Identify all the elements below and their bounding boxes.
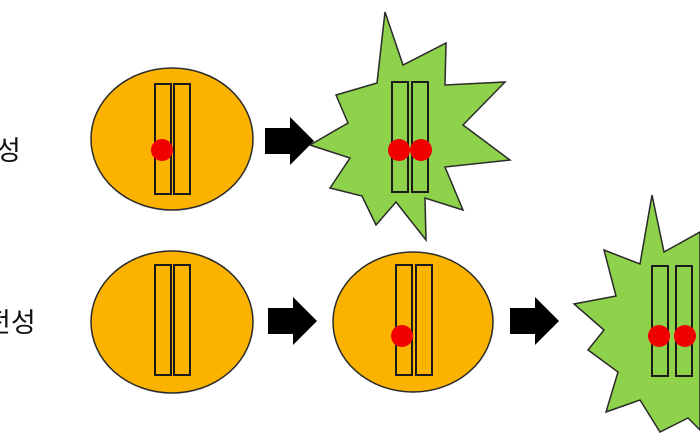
chromosome-right — [173, 83, 191, 195]
chromosome-left — [154, 264, 172, 376]
chromosome-left — [395, 264, 413, 376]
mutation-dot — [674, 325, 696, 347]
chromosome-left — [154, 83, 172, 195]
chromosome-left — [391, 81, 409, 193]
mutation-dot — [151, 139, 173, 161]
row-1-label: 성 — [0, 136, 21, 167]
cancer-cell-body — [572, 194, 700, 433]
mutation-dot — [388, 139, 410, 161]
row-1-cancer-cell — [308, 11, 512, 243]
chromosome-left — [651, 265, 669, 377]
mutation-dot — [648, 325, 670, 347]
chromosome-right — [173, 264, 191, 376]
chromosome-right — [415, 264, 433, 376]
row-2-label: 전성 — [0, 308, 36, 339]
row-2-cancer-cell — [572, 194, 700, 433]
chromosome-right — [411, 81, 429, 193]
row-1-normal-cell-with-mutation — [90, 67, 254, 211]
right-arrow-icon — [268, 297, 317, 345]
row-2-normal-cell-with-mutation — [332, 251, 494, 393]
chromosome-right — [675, 265, 693, 377]
row-2-normal-cell — [90, 250, 254, 394]
mutation-dot — [391, 325, 413, 347]
cancer-cell-body — [308, 11, 512, 243]
right-arrow-icon — [265, 117, 314, 165]
mutation-dot — [410, 139, 432, 161]
right-arrow-icon — [510, 297, 559, 345]
